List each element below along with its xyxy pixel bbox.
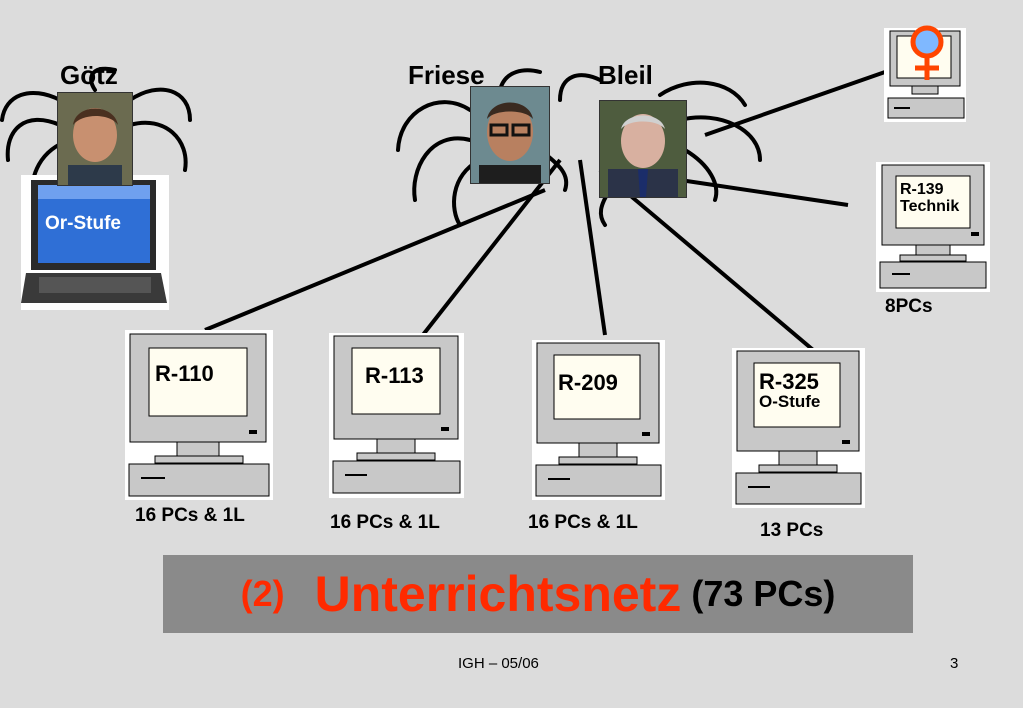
photo-bleil [599,100,687,198]
person-name-bleil: Bleil [598,60,653,90]
banner-number: (2) [240,573,285,614]
computer-female [884,25,966,122]
room-sublabel-r325: O-Stufe [759,392,821,412]
computer-icon [329,333,464,498]
computer-icon [532,340,665,500]
banner-total: (73 PCs) [691,573,836,614]
room-label-r113: R-113 [365,363,424,388]
room-label-r325: R-325 [759,369,819,394]
portrait-goetz [58,93,132,185]
room-label-r209: R-209 [558,370,618,395]
count-r113: 16 PCs & 1L [330,512,440,533]
computer-r110: R-110 [125,330,273,500]
computer-r325: R-325 O-Stufe [732,348,865,508]
title-banner: (2) Unterrichtsnetz (73 PCs) [163,555,913,633]
count-r110: 16 PCs & 1L [135,505,245,526]
portrait-bleil [600,101,686,197]
room-sublabel-r139: Technik [900,197,960,215]
computer-r113: R-113 [329,333,464,498]
footer-center: IGH – 05/06 [458,655,539,672]
banner-title: Unterrichtsnetz [314,566,682,622]
computer-icon [732,348,865,508]
female-symbol-icon [910,25,944,80]
room-label-r139: R-139 [900,181,944,198]
room-label-r110: R-110 [155,361,214,386]
count-r209: 16 PCs & 1L [528,512,638,533]
computer-r209: R-209 [532,340,665,500]
photo-goetz [57,92,133,186]
page-number: 3 [950,655,959,672]
photo-friese [470,86,550,184]
laptop-icon [21,175,169,310]
laptop-label: Or-Stufe [45,213,121,234]
person-name-friese: Friese [408,60,485,90]
computer-icon [125,330,273,500]
count-r139: 8PCs [885,296,933,317]
count-r325: 13 PCs [760,520,824,541]
laptop: Or-Stufe [21,175,169,310]
person-name-goetz: Götz [60,60,118,90]
portrait-friese [471,87,549,183]
computer-r139: R-139 Technik [876,162,990,292]
computer-icon [876,162,990,292]
